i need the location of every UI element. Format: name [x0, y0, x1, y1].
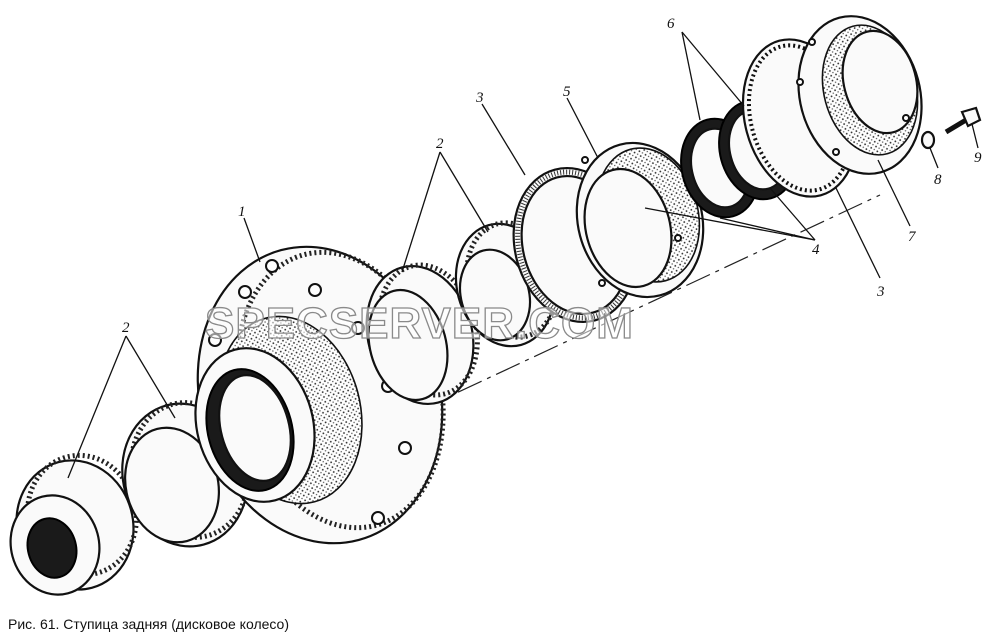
- callout-bolt: 9: [974, 150, 982, 166]
- axis-centerline: [419, 194, 881, 411]
- callout-bearing-left: 2: [122, 320, 130, 336]
- watermark: SPECSERVER.COM: [205, 299, 634, 348]
- hub-cover: [796, 15, 923, 175]
- lock-washer: [920, 130, 936, 150]
- callout-gaskets: 4: [812, 242, 820, 258]
- callout-washers: 6: [667, 16, 675, 32]
- figure-caption: Рис. 61. Ступица задняя (дисковое колесо…: [8, 616, 290, 632]
- bolt: [944, 106, 982, 135]
- callout-bearing-upper: 2: [436, 136, 444, 152]
- hub-flange: [194, 245, 446, 545]
- callout-seal-ring-right: 3: [876, 284, 885, 300]
- callout-lock-washer: 8: [934, 172, 942, 188]
- hub-nut: [575, 141, 705, 299]
- callout-nut: 5: [563, 84, 571, 100]
- leader-lines: [67, 31, 979, 479]
- callout-cover: 7: [908, 229, 917, 245]
- callout-hub: 1: [238, 204, 246, 220]
- callout-seal-ring-left: 3: [475, 90, 484, 106]
